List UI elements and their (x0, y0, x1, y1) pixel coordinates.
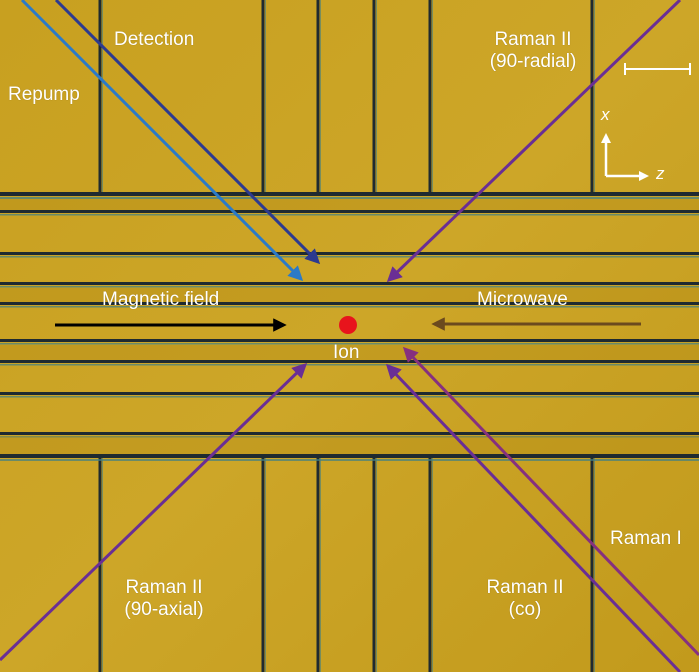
z-axis-label: z (656, 164, 665, 183)
scale-bar (624, 63, 691, 75)
detection-beam-arrow (54, 0, 321, 265)
raman-ii-axial-label-line2: (90-axial) (124, 599, 204, 620)
top-electrode-groove-highlights (102, 0, 595, 192)
raman-ii-co-label-line2: (co) (508, 599, 542, 620)
raman-i-label: Raman I (610, 528, 682, 549)
raman-ii-axial-beam-arrow (0, 362, 308, 662)
raman-ii-radial-label: Raman II (90-radial) (470, 29, 596, 73)
raman-ii-radial-beam-arrow (386, 0, 682, 283)
coordinate-axes (601, 133, 649, 181)
microwave-label: Microwave (477, 289, 568, 310)
raman-i-beam-arrow (402, 346, 699, 657)
repump-label: Repump (8, 84, 80, 105)
raman-ii-radial-label-line2: (90-radial) (489, 51, 577, 72)
bottom-electrode-groove-highlights (102, 458, 595, 672)
raman-ii-co-beam-arrow (385, 363, 682, 672)
raman-ii-radial-label-line1: Raman II (494, 29, 572, 50)
horizontal-rail-grooves (0, 192, 699, 461)
raman-ii-co-label: Raman II (co) (475, 577, 575, 621)
magnetic-field-label: Magnetic field (102, 289, 220, 310)
raman-ii-axial-label: Raman II (90-axial) (104, 577, 224, 621)
raman-ii-axial-label-line1: Raman II (125, 577, 203, 598)
top-electrode-grooves (98, 0, 594, 192)
detection-label: Detection (114, 29, 195, 50)
ion-label: Ion (333, 342, 360, 363)
repump-beam-arrow (20, 0, 304, 282)
rail-shading (0, 199, 699, 454)
raman-ii-co-label-line1: Raman II (486, 577, 564, 598)
x-axis-label: x (601, 105, 610, 124)
ion-marker (339, 316, 357, 334)
